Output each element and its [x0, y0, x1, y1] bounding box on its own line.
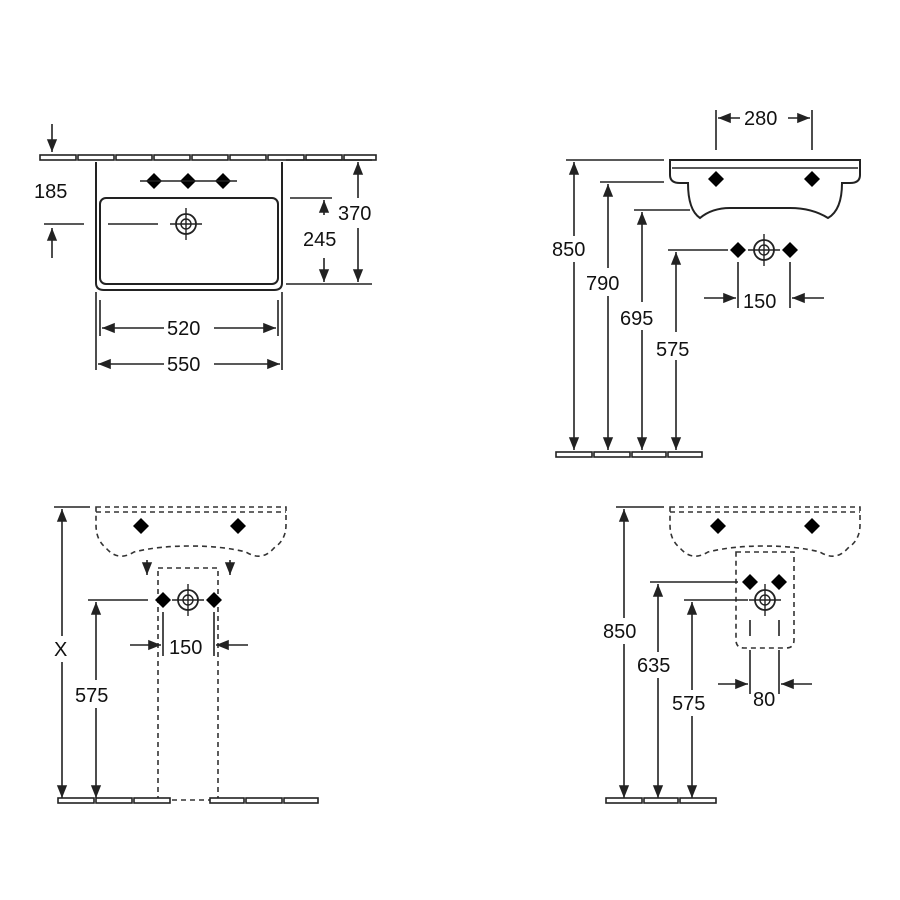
basin-front-dashed: [95, 506, 287, 557]
dim-150-side: 150: [743, 291, 776, 313]
dim-575-semi: 575: [672, 693, 705, 715]
wall-strip: [39, 154, 377, 161]
dim-245: 245: [303, 229, 336, 251]
dim-370: 370: [338, 203, 371, 225]
dim-790-side: 790: [586, 273, 619, 295]
dim-520: 520: [167, 318, 200, 340]
front-view-pedestal: X 575 150: [54, 506, 319, 804]
fixing-hole-icon: [133, 518, 246, 534]
bowl-outline-plan: [99, 197, 279, 285]
top-view: 185 370 245 520 550: [34, 124, 377, 376]
side-view: 280 850 790 695 575 150: [552, 108, 861, 458]
dim-150-pedestal: 150: [169, 637, 202, 659]
waste-outlet-icon: [169, 207, 203, 241]
waste-connection-icon: [748, 583, 782, 617]
dim-575-side: 575: [656, 339, 689, 361]
floor-strip: [605, 797, 717, 804]
dim-635-semi: 635: [637, 655, 670, 677]
dim-x: X: [54, 639, 67, 661]
waste-connection-icon: [171, 583, 205, 617]
dim-185: 185: [34, 181, 67, 203]
dim-850-side: 850: [552, 239, 585, 261]
dim-280: 280: [744, 108, 777, 130]
basin-outline-plan: [95, 162, 283, 291]
dim-850-semi: 850: [603, 621, 636, 643]
basin-front-dashed: [669, 506, 861, 557]
dim-695-side: 695: [620, 308, 653, 330]
front-view-semi-pedestal: 850 635 575 80: [603, 506, 861, 804]
dim-550: 550: [167, 354, 200, 376]
dim-80-semi: 80: [753, 689, 775, 711]
semi-pedestal-dashed: [735, 551, 795, 649]
floor-strip: [555, 451, 703, 458]
basin-profile: [669, 159, 861, 220]
fixing-hole-icon: [708, 171, 820, 187]
fixing-hole-icon: [710, 518, 820, 534]
dim-575-pedestal: 575: [75, 685, 108, 707]
floor-strip: [57, 797, 319, 804]
waste-connection-icon: [747, 233, 781, 267]
